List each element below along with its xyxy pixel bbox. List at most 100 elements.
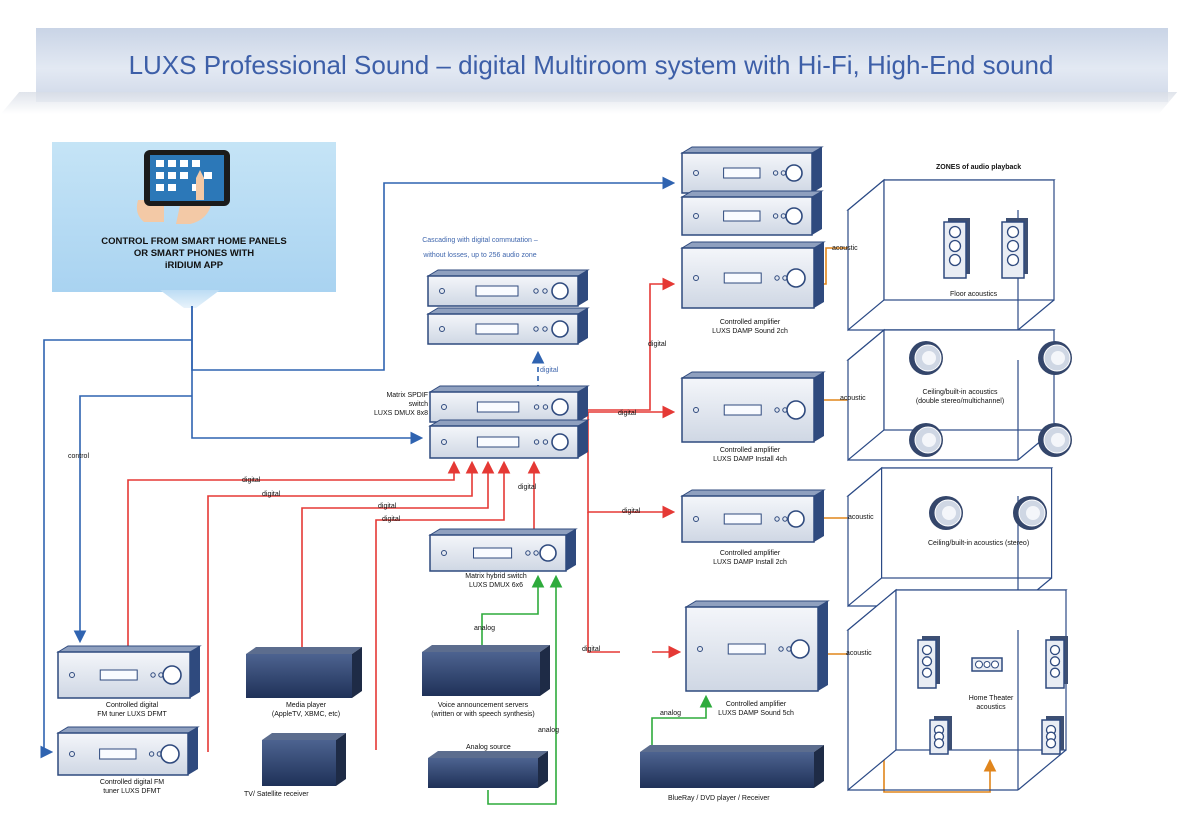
label-analog-3: analog [660, 710, 682, 717]
matrix-switch-label: Matrix SPDIF switch LUXS DMUX 8x8 [374, 391, 428, 418]
control-line-matrix [191, 306, 424, 445]
label-digital-1: digital [242, 477, 261, 484]
amp1-label: Controlled amplifier LUXS DAMP Sound 2ch [690, 318, 810, 336]
title-banner [36, 28, 1168, 102]
control-panel-text: CONTROL FROM SMART HOME PANELS OR SMART … [52, 236, 336, 272]
amp1-device [680, 241, 826, 309]
control-line-1: CONTROL FROM SMART HOME PANELS [101, 236, 287, 247]
bluray-label: BlueRay / DVD player / Receiver [668, 795, 770, 802]
hybrid-switch-label: Matrix hybrid switch LUXS DMUX 6x6 [440, 572, 552, 590]
digital-line-tuner1 [127, 460, 461, 646]
zone2-line-1: Ceiling/built-in acoustics [922, 389, 998, 396]
tv-label: TV/ Satellite receiver [244, 791, 309, 798]
amp3-label: Controlled amplifier LUXS DAMP Install 2… [690, 549, 810, 567]
control-line-2: OR SMART PHONES WITH [133, 248, 255, 259]
voice-server-device [422, 645, 550, 696]
tuner1-line-2: FM tuner LUXS DFMT [97, 711, 167, 718]
page-title: LUXS Professional Sound – digital Multir… [128, 50, 1054, 80]
hybrid-switch-device [428, 528, 578, 572]
cascade-unit-top [426, 269, 590, 307]
label-analog-2: analog [538, 727, 560, 734]
label-acoustic-4: acoustic [846, 650, 872, 657]
tuner2-label: Controlled digital FM tuner LUXS DFMT [62, 778, 202, 796]
label-digital-2: digital [262, 491, 281, 498]
cascade-unit-bottom-right [680, 190, 824, 236]
label-analog-1: analog [474, 625, 496, 632]
tuner2-line-2: tuner LUXS DFMT [103, 788, 161, 795]
label-digital-4: digital [382, 516, 401, 523]
ceiling-speaker-icon [929, 496, 963, 530]
label-digital-cascade: digital [540, 367, 559, 374]
speaker-icon [917, 636, 940, 689]
label-digital-7: digital [618, 410, 637, 417]
amp1-line-2: LUXS DAMP Sound 2ch [712, 328, 788, 335]
ceiling-speaker-icon [1038, 423, 1072, 457]
amp4-label: Controlled amplifier LUXS DAMP Sound 5ch [696, 700, 816, 718]
analog-source-label: Analog source [466, 744, 511, 751]
hybrid-line-2: LUXS DMUX 6x6 [468, 582, 524, 589]
matrix-switch-line-3: LUXS DMUX 8x8 [374, 410, 429, 417]
zone3-room [846, 466, 1054, 608]
voice-server-label: Voice announcement servers (written or w… [418, 701, 548, 719]
label-digital-3: digital [378, 503, 397, 510]
zone2-label: Ceiling/built-in acoustics (double stere… [900, 388, 1020, 406]
control-line-tuner1 [73, 395, 192, 644]
amp2-line-2: LUXS DAMP Install 4ch [713, 456, 787, 463]
matrix-switch-unit-top [428, 385, 590, 423]
zone4-room [846, 588, 1068, 792]
analog-line-source [487, 574, 563, 805]
speaker-icon [1001, 218, 1028, 279]
matrix-switch-unit-bottom [428, 419, 590, 459]
amp2-device [680, 371, 826, 443]
amp3-device [680, 489, 826, 543]
tv-receiver-device [262, 733, 346, 786]
analog-line-voice [481, 574, 545, 648]
label-digital-8: digital [622, 508, 641, 515]
media-player-device [246, 647, 362, 698]
media-line-1: Media player [285, 702, 327, 709]
cascading-line-1: Cascading with digital commutation – [422, 237, 538, 244]
hybrid-line-1: Matrix hybrid switch [465, 573, 527, 580]
media-line-2: (AppleTV, XBMC, etc) [271, 711, 341, 718]
zone1-label: Floor acoustics [950, 291, 998, 298]
zone2-line-2: (double stereo/multichannel) [915, 398, 1005, 405]
digital-line-amp3 [587, 412, 676, 519]
amp2-line-1: Controlled amplifier [719, 447, 781, 454]
center-speaker-icon [971, 657, 1003, 672]
zone2-room [846, 328, 1056, 462]
analog-source-device [428, 751, 548, 788]
cascade-unit-bottom [426, 307, 590, 345]
tuner2-device [56, 726, 200, 776]
tuner2-line-1: Controlled digital FM [99, 779, 165, 786]
amp1-line-1: Controlled amplifier [719, 319, 781, 326]
amp3-line-2: LUXS DAMP Install 2ch [713, 559, 787, 566]
ceiling-speaker-icon [909, 423, 943, 457]
cascading-note: Cascading with digital commutation – wit… [380, 236, 580, 260]
voice-line-1: Voice announcement servers [437, 702, 529, 709]
control-line-tuner2 [40, 339, 192, 759]
label-digital-9: digital [582, 646, 601, 653]
matrix-switch-line-2: switch [408, 401, 429, 408]
tablet-hand-icon [136, 150, 230, 224]
speaker-icon [1041, 716, 1064, 755]
zone4-line-1: Home Theater [968, 695, 1014, 702]
label-digital-5: digital [518, 484, 537, 491]
zone4-line-2: acoustics [976, 704, 1006, 711]
analog-line-bluray [651, 694, 713, 748]
label-acoustic-3: acoustic [848, 514, 874, 521]
zones-title: ZONES of audio playback [936, 164, 1022, 171]
speaker-icon [929, 716, 952, 755]
cascading-line-2: without losses, up to 256 audio zone [423, 252, 537, 259]
zone3-label: Ceiling/built-in acoustics (stereo) [928, 540, 1030, 547]
media-player-label: Media player (AppleTV, XBMC, etc) [250, 701, 362, 719]
ceiling-speaker-icon [1013, 496, 1047, 530]
voice-line-2: (written or with speech synthesis) [431, 711, 535, 718]
control-line-3: iRIDIUM APP [164, 260, 224, 271]
label-acoustic-2: acoustic [840, 395, 866, 402]
speaker-icon [1045, 636, 1068, 689]
tuner1-line-1: Controlled digital [105, 702, 159, 709]
label-acoustic-1: acoustic [832, 245, 858, 252]
ceiling-speaker-icon [909, 341, 943, 375]
speaker-icon [943, 218, 970, 279]
